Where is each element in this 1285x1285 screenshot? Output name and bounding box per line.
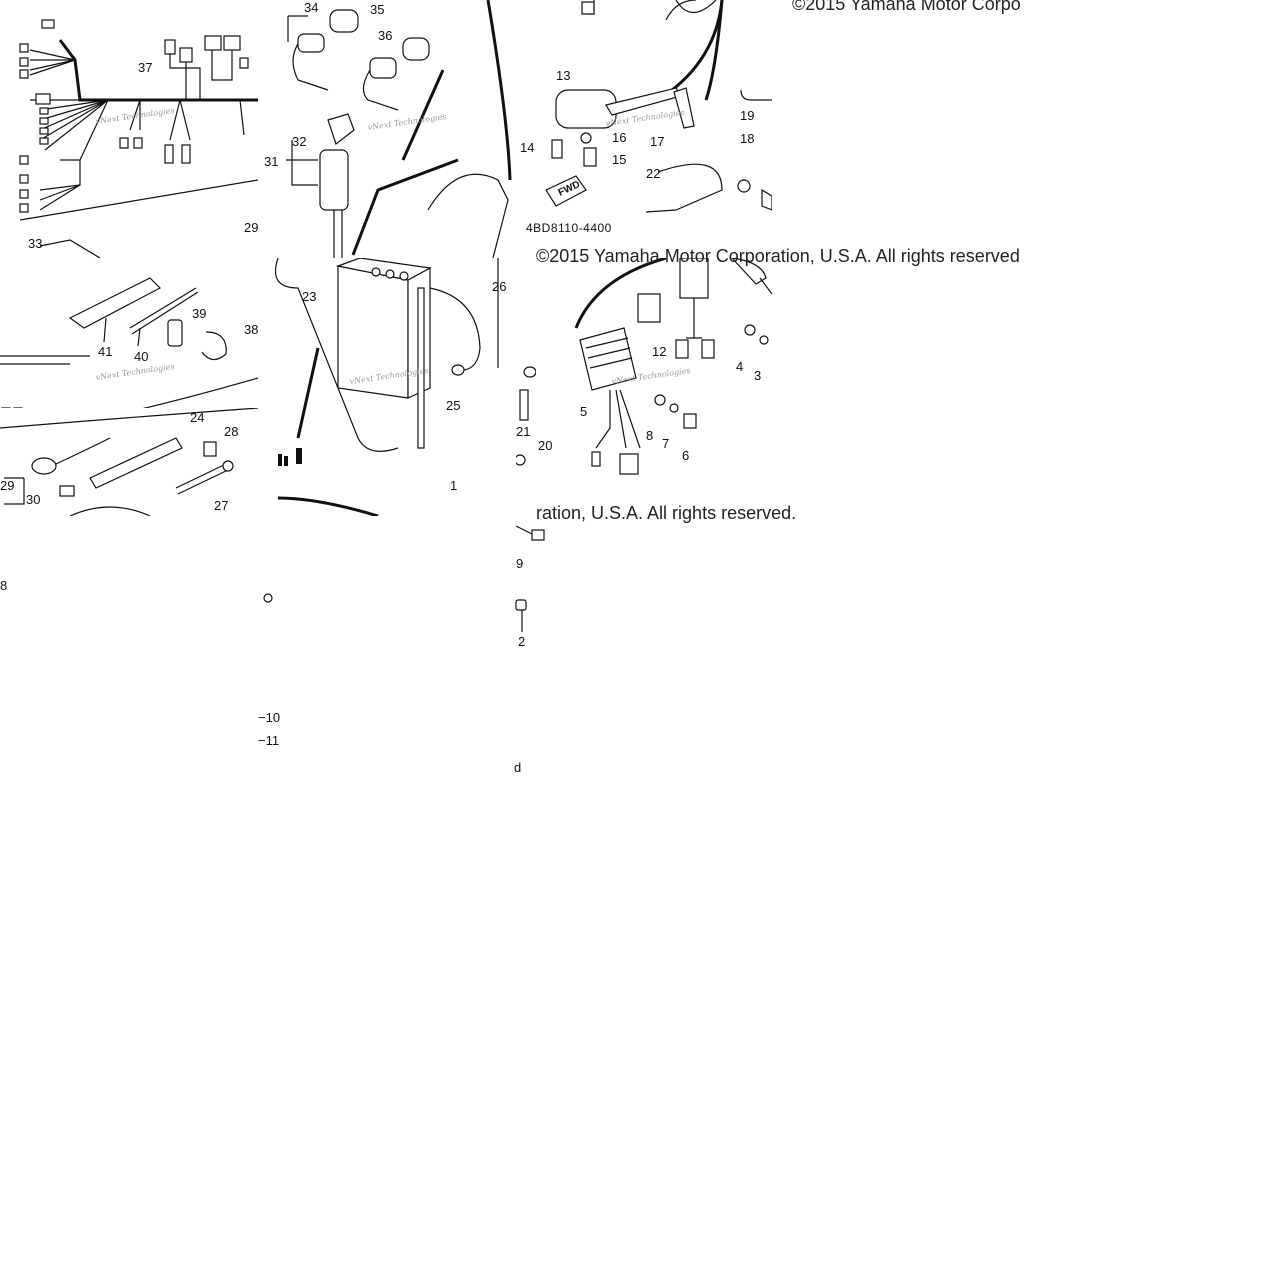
callout-8: 8 bbox=[646, 428, 653, 443]
fragment-bolt-left bbox=[263, 593, 273, 603]
tile-main-switch: 34 35 36 32 31 vNext Technologies bbox=[258, 0, 516, 258]
callout-4: 4 bbox=[736, 359, 743, 374]
tile-battery: 23 26 25 vNext Technologies bbox=[258, 258, 516, 516]
tile-ignition-coil: FWD 13 14 16 15 17 22 19 18 4BD8110-4400… bbox=[516, 0, 772, 258]
part-code: 4BD8110-4400 bbox=[526, 221, 612, 235]
callout-41: 41 bbox=[98, 344, 112, 359]
callout-3: 3 bbox=[754, 368, 761, 383]
wire-harness-drawing: 37 33 29 vNext Technologies bbox=[19, 19, 258, 258]
ignition-coil-drawing: FWD 13 14 16 15 17 22 19 18 4BD8110-4400… bbox=[520, 0, 772, 235]
callout-32: 32 bbox=[292, 134, 306, 149]
callout-15: 15 bbox=[612, 152, 626, 167]
callout-35: 35 bbox=[370, 2, 384, 17]
fragment-10: −10 bbox=[258, 710, 281, 725]
battery-drawing: 23 26 25 vNext Technologies bbox=[274, 258, 506, 516]
watermark: vNext Technologies bbox=[95, 106, 175, 126]
rectifier-drawing: 12 4 3 5 8 7 6 vNext Technologies bbox=[574, 258, 772, 475]
fragment-9: 9 bbox=[516, 556, 524, 571]
copyright-lower: ration, U.S.A. All rights reserved. bbox=[536, 503, 797, 523]
callout-13: 13 bbox=[556, 68, 570, 83]
callout-22: 22 bbox=[646, 166, 660, 181]
callout-25: 25 bbox=[446, 398, 460, 413]
tile-starter-relay: 24 28 27 30 29 bbox=[0, 408, 258, 516]
callout-37: 37 bbox=[138, 60, 152, 75]
fragment-8: 8 bbox=[0, 578, 8, 593]
watermark: vNext Technologies bbox=[95, 362, 175, 382]
spark-plug-drawing: 21 bbox=[516, 366, 536, 466]
callout-14: 14 bbox=[520, 140, 534, 155]
callout-21: 21 bbox=[516, 424, 530, 439]
starter-relay-drawing: 24 28 27 30 29 bbox=[0, 408, 258, 516]
fragment-bolt-mid bbox=[515, 599, 527, 632]
callout-39: 39 bbox=[192, 306, 206, 321]
callout-29-fragment: 29 bbox=[244, 220, 258, 235]
callout-7: 7 bbox=[662, 436, 669, 451]
callout-24: 24 bbox=[190, 410, 204, 425]
callout-31: 31 bbox=[264, 154, 278, 169]
callout-28: 28 bbox=[224, 424, 238, 439]
callout-29: 29 bbox=[0, 478, 14, 493]
callout-36: 36 bbox=[378, 28, 392, 43]
callout-19-fragment: 19 bbox=[740, 108, 754, 123]
callout-30: 30 bbox=[26, 492, 40, 507]
fragment-connector bbox=[516, 525, 545, 541]
callout-17: 17 bbox=[650, 134, 664, 149]
callout-34: 34 bbox=[304, 0, 318, 15]
main-switch-drawing: 34 35 36 32 31 vNext Technologies bbox=[264, 0, 512, 258]
tile-rectifier: 12 4 3 5 8 7 6 vNext Technologies bbox=[516, 258, 772, 516]
callout-20: 20 bbox=[538, 438, 553, 453]
watermark: vNext Technologies bbox=[367, 112, 447, 132]
fragment-2: 2 bbox=[518, 634, 526, 649]
callout-26: 26 bbox=[492, 279, 506, 294]
fragment-11: −11 bbox=[258, 733, 280, 748]
tile-wire-harness: 37 33 29 vNext Technologies bbox=[0, 0, 258, 258]
callout-1: 1 bbox=[450, 478, 458, 493]
fragment-d: d bbox=[514, 760, 522, 775]
callout-23: 23 bbox=[302, 289, 316, 304]
callout-12: 12 bbox=[652, 344, 666, 359]
callout-6: 6 bbox=[682, 448, 689, 463]
callout-16: 16 bbox=[612, 130, 626, 145]
copyright-top: ©2015 Yamaha Motor Corpo bbox=[792, 0, 1021, 14]
callout-38: 38 bbox=[244, 322, 258, 337]
callout-5: 5 bbox=[580, 404, 587, 419]
callout-27: 27 bbox=[214, 498, 228, 513]
tile-spark-plug: 21 bbox=[516, 360, 536, 516]
callout-40: 40 bbox=[134, 349, 148, 364]
copyright-middle: ©2015 Yamaha Motor Corporation, U.S.A. A… bbox=[536, 246, 1020, 266]
callout-33: 33 bbox=[28, 236, 42, 251]
callout-18-fragment: 18 bbox=[740, 131, 754, 146]
